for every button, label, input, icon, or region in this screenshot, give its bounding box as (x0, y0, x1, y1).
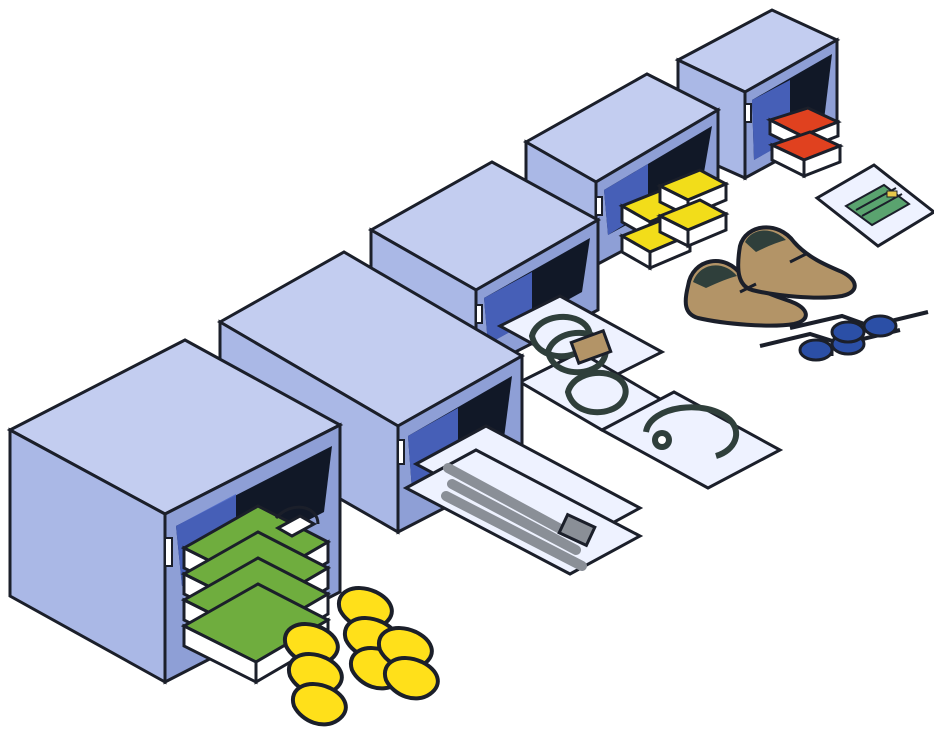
circuit-board-bag (817, 165, 934, 246)
shoes (686, 227, 855, 325)
red-books (770, 108, 840, 176)
